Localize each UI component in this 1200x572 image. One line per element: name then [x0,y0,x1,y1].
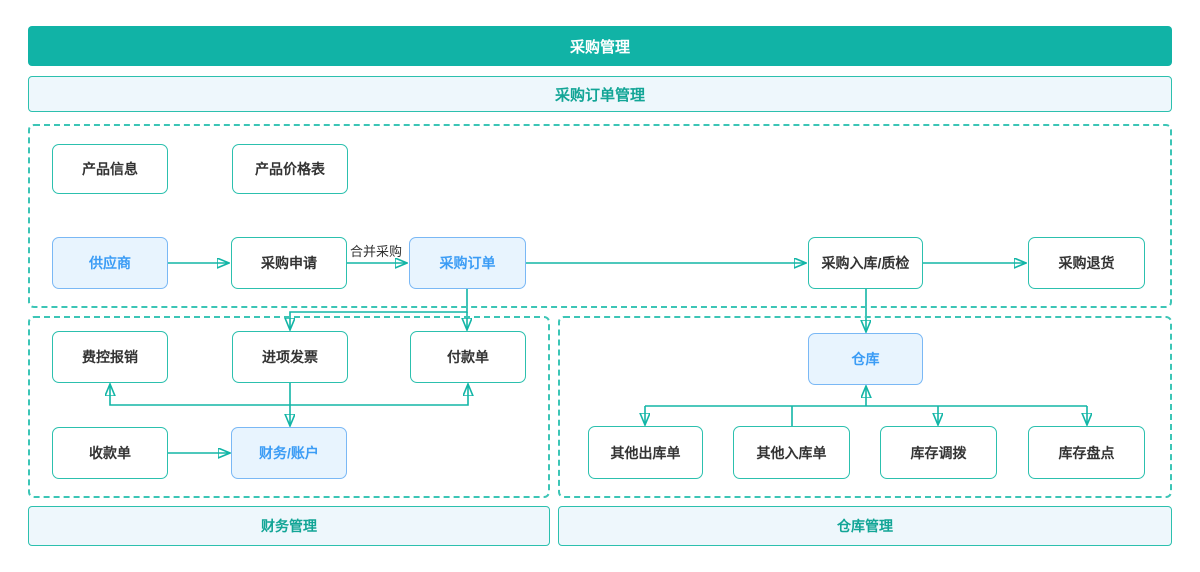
node-supplier: 供应商 [52,237,168,289]
node-label: 进项发票 [262,349,318,365]
region-purchase-order [28,124,1172,308]
node-warehouse: 仓库 [808,333,923,385]
node-inventory-transfer: 库存调拨 [880,426,997,479]
node-other-inbound: 其他入库单 [733,426,850,479]
node-label: 其他出库单 [610,444,681,461]
node-purchase-request: 采购申请 [231,237,347,289]
node-expense-reimburse: 费控报销 [52,331,168,383]
footer-finance-title: 财务管理 [261,518,317,534]
node-label: 采购申请 [261,255,317,271]
node-label: 仓库 [851,351,880,367]
node-label: 付款单 [447,349,489,365]
footer-warehouse-title: 仓库管理 [837,518,893,534]
edge-label-merge-purchase: 合并采购 [350,241,402,260]
node-inventory-check: 库存盘点 [1028,426,1145,479]
subheader-banner: 采购订单管理 [28,76,1172,112]
region-warehouse [558,316,1172,498]
node-purchase-inbound-qc: 采购入库/质检 [808,237,923,289]
node-product-info: 产品信息 [52,144,168,194]
node-label: 收款单 [89,445,131,461]
footer-finance-banner: 财务管理 [28,506,550,546]
node-label: 产品价格表 [255,161,325,177]
node-input-invoice: 进项发票 [232,331,348,383]
node-label: 采购入库/质检 [821,255,910,271]
footer-warehouse-banner: 仓库管理 [558,506,1172,546]
node-payment-order: 付款单 [410,331,526,383]
node-label: 产品信息 [82,161,138,177]
node-label: 库存盘点 [1058,444,1115,461]
node-label: 库存调拨 [910,444,967,461]
node-purchase-return: 采购退货 [1028,237,1145,289]
header-title: 采购管理 [569,38,630,56]
node-finance-account: 财务/账户 [231,427,347,479]
node-product-price: 产品价格表 [232,144,348,194]
node-purchase-order: 采购订单 [409,237,526,289]
node-label: 供应商 [89,255,131,271]
node-label: 财务/账户 [259,445,319,461]
subheader-title: 采购订单管理 [554,86,645,104]
node-label: 费控报销 [82,349,138,365]
node-other-outbound: 其他出库单 [588,426,703,479]
header-banner: 采购管理 [28,26,1172,66]
edge-label-text: 合并采购 [350,244,403,259]
node-label: 其他入库单 [756,444,827,461]
region-finance [28,316,550,498]
node-label: 采购订单 [439,255,496,271]
node-receipt-order: 收款单 [52,427,168,479]
node-label: 采购退货 [1058,255,1115,271]
